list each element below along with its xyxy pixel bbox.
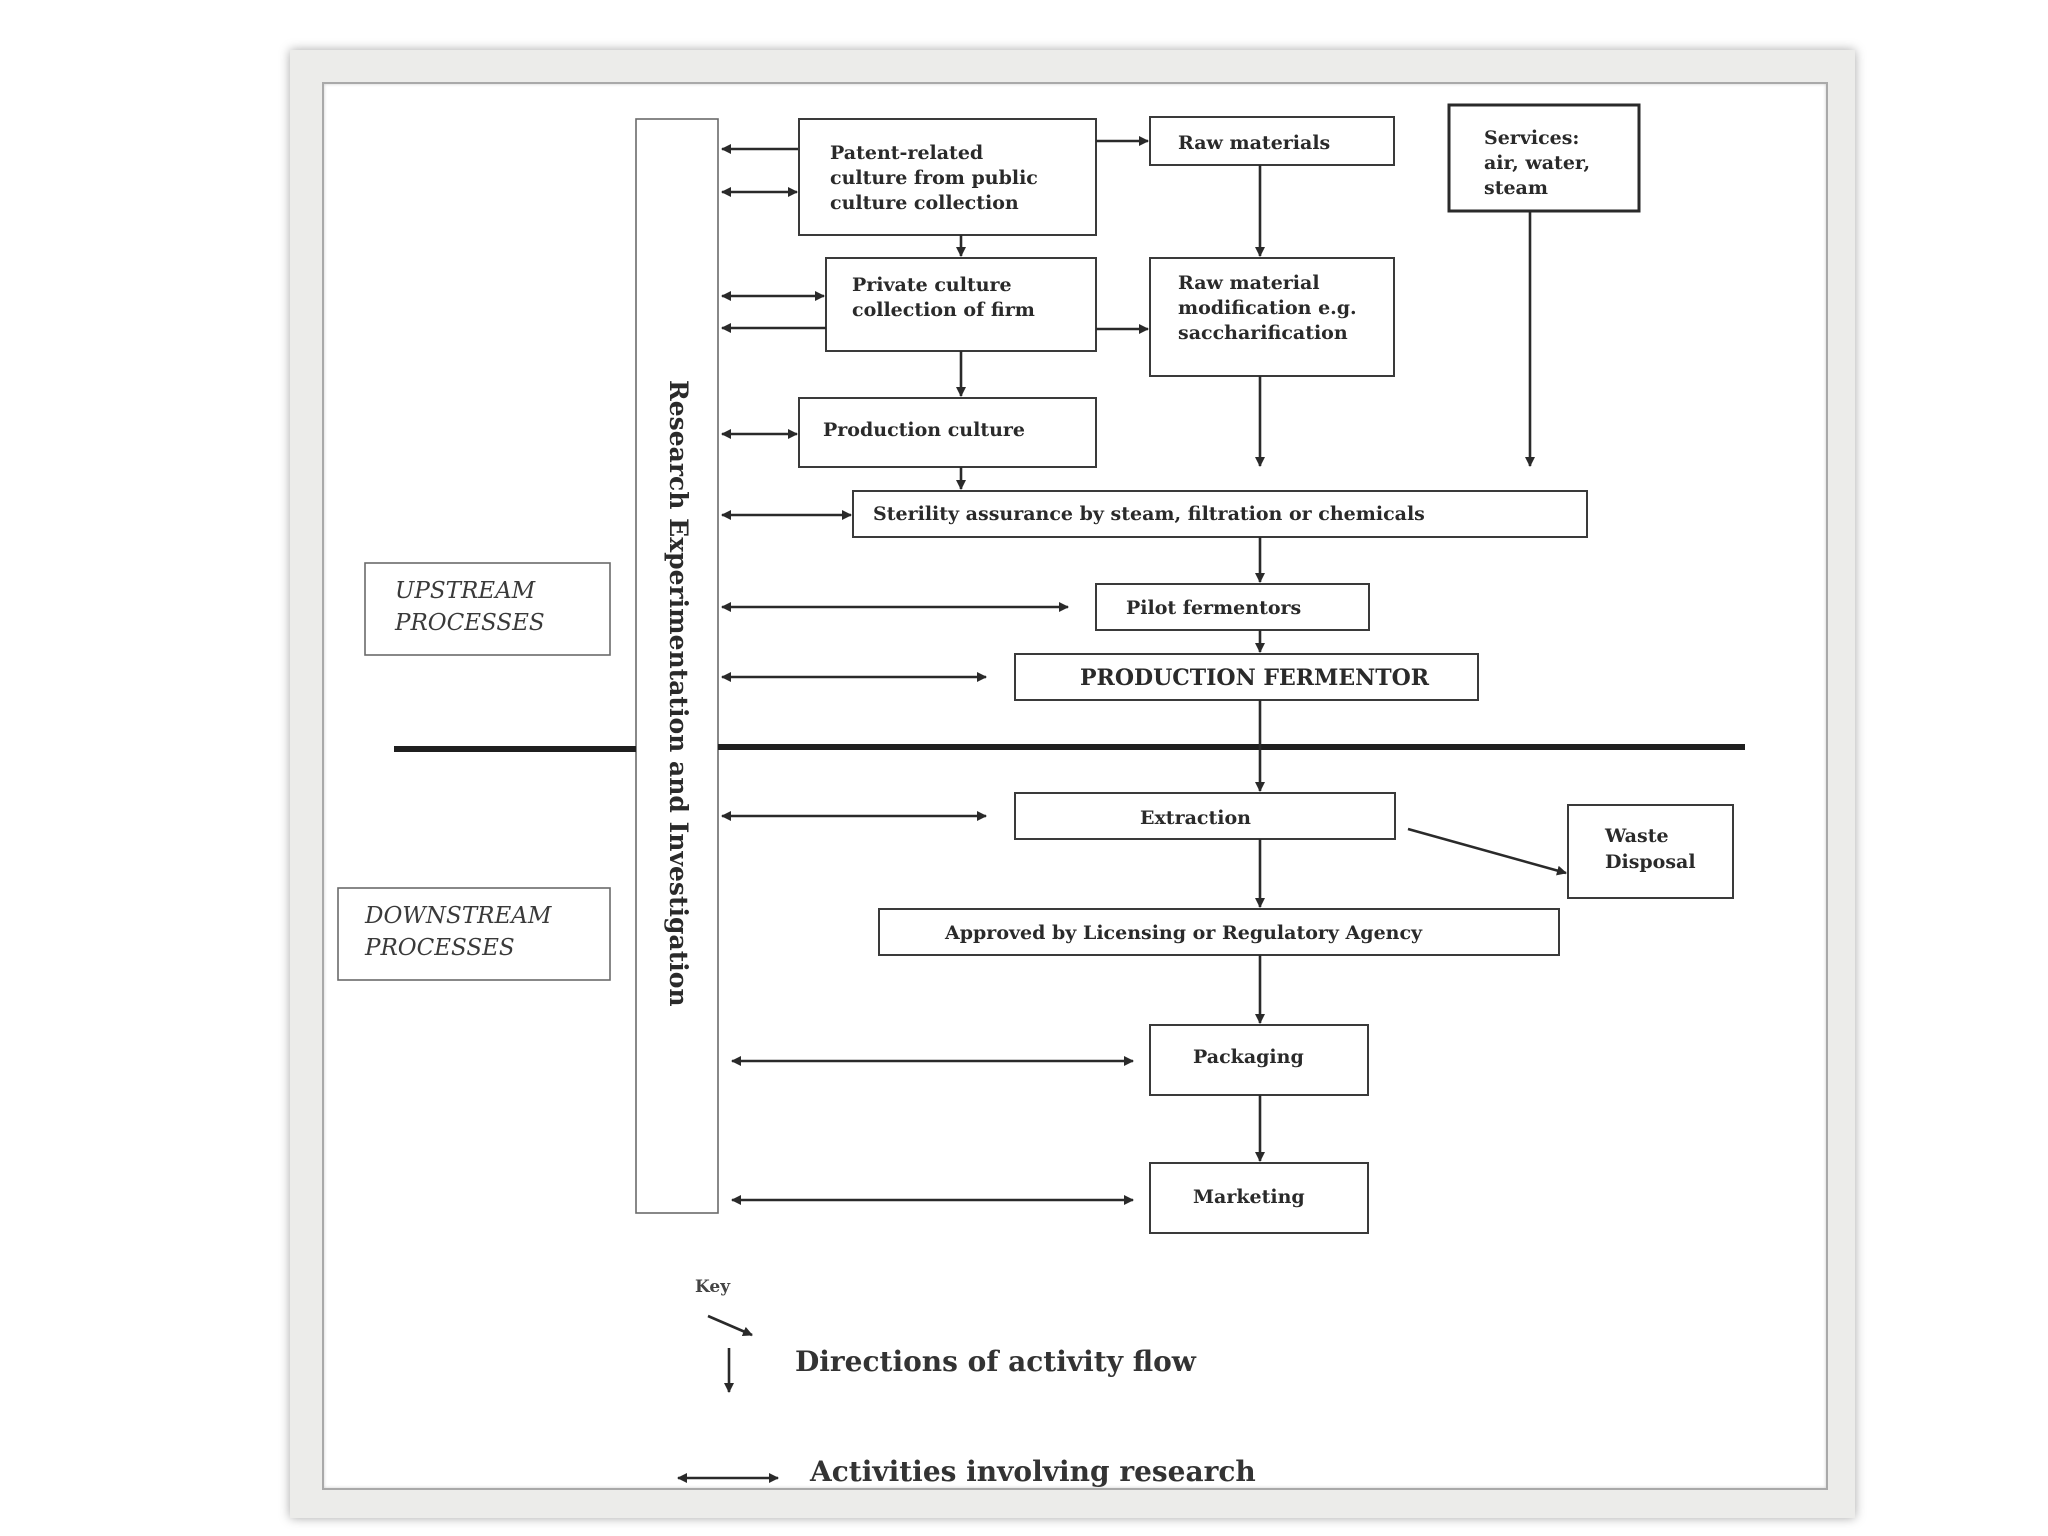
waste-line-1: Waste <box>1604 825 1669 847</box>
extraction-box <box>1014 792 1396 840</box>
downstream-label-box <box>337 887 611 981</box>
packaging-label: Packaging <box>1193 1046 1304 1068</box>
patent-culture-line-2: culture from public <box>830 167 1038 189</box>
upstream-line-2: PROCESSES <box>394 610 545 636</box>
waste-line-2: Disposal <box>1605 851 1696 873</box>
raw-modification-line-1: Raw material <box>1178 272 1320 294</box>
raw-modification-node: Raw material modification e.g. saccharif… <box>1149 257 1395 377</box>
waste-box <box>1567 804 1734 899</box>
production-culture-label: Production culture <box>823 419 1025 441</box>
packaging-node: Packaging <box>1149 1024 1369 1096</box>
upstream-label: UPSTREAM PROCESSES <box>364 562 611 656</box>
services-node: Services: air, water, steam <box>1447 103 1641 213</box>
packaging-box <box>1149 1024 1369 1096</box>
private-culture-line-2: collection of firm <box>852 299 1035 321</box>
research-column: Research Experimentation and Investigati… <box>635 118 719 1214</box>
raw-modification-line-2: modification e.g. <box>1178 297 1357 319</box>
marketing-node: Marketing <box>1149 1162 1369 1234</box>
extraction-label: Extraction <box>1140 807 1251 829</box>
raw-modification-box <box>1149 257 1395 377</box>
flow-arrows <box>956 136 1567 1162</box>
private-culture-box <box>825 257 1097 352</box>
approved-node: Approved by Licensing or Regulatory Agen… <box>878 908 1560 956</box>
legend: Key Directions of activity flow Activiti… <box>677 1277 1256 1488</box>
downstream-label: DOWNSTREAM PROCESSES <box>337 887 611 981</box>
approved-label: Approved by Licensing or Regulatory Agen… <box>944 922 1423 944</box>
research-arrows <box>721 144 1134 1205</box>
downstream-line-1: DOWNSTREAM <box>364 903 553 929</box>
patent-culture-line-1: Patent-related <box>830 142 983 164</box>
production-culture-box <box>798 397 1097 468</box>
research-column-label: Research Experimentation and Investigati… <box>664 380 693 1007</box>
sterility-label: Sterility assurance by steam, filtration… <box>873 503 1425 525</box>
sterility-box <box>852 490 1588 538</box>
legend-title: Key <box>695 1277 731 1297</box>
extraction-node: Extraction <box>1014 792 1396 840</box>
patent-culture-box <box>798 118 1097 236</box>
marketing-box <box>1149 1162 1369 1234</box>
raw-materials-node: Raw materials <box>1149 116 1395 166</box>
waste-node: Waste Disposal <box>1567 804 1734 899</box>
upstream-label-box <box>364 562 611 656</box>
research-column-box <box>635 118 719 1214</box>
services-box <box>1447 103 1641 213</box>
marketing-label: Marketing <box>1193 1186 1305 1208</box>
private-culture-node: Private culture collection of firm <box>825 257 1097 352</box>
legend-flow-label: Directions of activity flow <box>795 1345 1197 1378</box>
services-line-1: Services: <box>1484 127 1579 149</box>
services-line-3: steam <box>1484 177 1548 199</box>
patent-culture-node: Patent-related culture from public cultu… <box>798 118 1097 236</box>
pilot-label: Pilot fermentors <box>1126 597 1301 619</box>
legend-diagonal-arrow-icon <box>707 1314 753 1337</box>
patent-culture-line-3: culture collection <box>830 192 1019 214</box>
arrow-extraction-to-waste <box>1407 827 1567 876</box>
production-fermentor-box <box>1014 653 1479 701</box>
approved-box <box>878 908 1560 956</box>
production-culture-node: Production culture <box>798 397 1097 468</box>
raw-materials-label: Raw materials <box>1178 132 1330 154</box>
upstream-line-1: UPSTREAM <box>395 578 537 604</box>
services-line-2: air, water, <box>1484 152 1590 174</box>
legend-research-label: Activities involving research <box>809 1455 1256 1488</box>
private-culture-line-1: Private culture <box>852 274 1012 296</box>
downstream-line-2: PROCESSES <box>364 935 515 961</box>
sterility-node: Sterility assurance by steam, filtration… <box>852 490 1588 538</box>
raw-modification-line-3: saccharification <box>1178 322 1348 344</box>
production-fermentor-label: PRODUCTION FERMENTOR <box>1080 665 1430 691</box>
pilot-box <box>1095 583 1370 631</box>
production-fermentor-node: PRODUCTION FERMENTOR <box>1014 653 1479 701</box>
pilot-node: Pilot fermentors <box>1095 583 1370 631</box>
raw-materials-box <box>1149 116 1395 166</box>
